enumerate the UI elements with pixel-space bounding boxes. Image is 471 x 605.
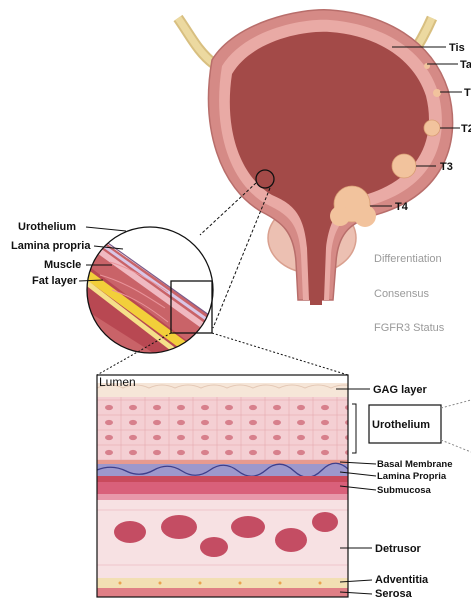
tumor-t1 [433,89,441,97]
stage-label-t3: T3 [440,161,453,173]
label-differentiation: Differentiation [374,253,442,265]
urethra [310,255,322,305]
section-label-lamina-propria: Lamina Propria [377,471,447,482]
tissue-section [97,375,357,597]
section-label-submucosa: Submucosa [377,485,432,496]
tumor-t3 [392,154,416,178]
label-muscle: Muscle [44,259,81,271]
label-consensus: Consensus [374,288,430,300]
label-lumen: Lumen [99,375,136,389]
section-label-urothelium: Urothelium [372,419,430,431]
section-label-adventitia: Adventitia [375,574,429,586]
label-fat-layer: Fat layer [32,275,78,287]
section-label-basal-membrane: Basal Membrane [377,459,453,470]
section-label-serosa: Serosa [375,588,413,600]
stage-label-tis: Tis [449,42,465,54]
label-fgfr3-status: FGFR3 Status [374,322,445,334]
section-label-detrusor: Detrusor [375,543,422,555]
stage-label-ta: Ta [460,59,471,71]
label-urothelium: Urothelium [18,221,76,233]
stage-label-t2: T2 [461,123,471,135]
stage-label-t4: T4 [395,201,409,213]
tumor-t2 [424,120,440,136]
label-lamina-propria: Lamina propria [11,240,91,252]
stage-label-t1: T [464,87,471,99]
section-label-gag: GAG layer [373,384,428,396]
wall-zoom [70,216,230,370]
